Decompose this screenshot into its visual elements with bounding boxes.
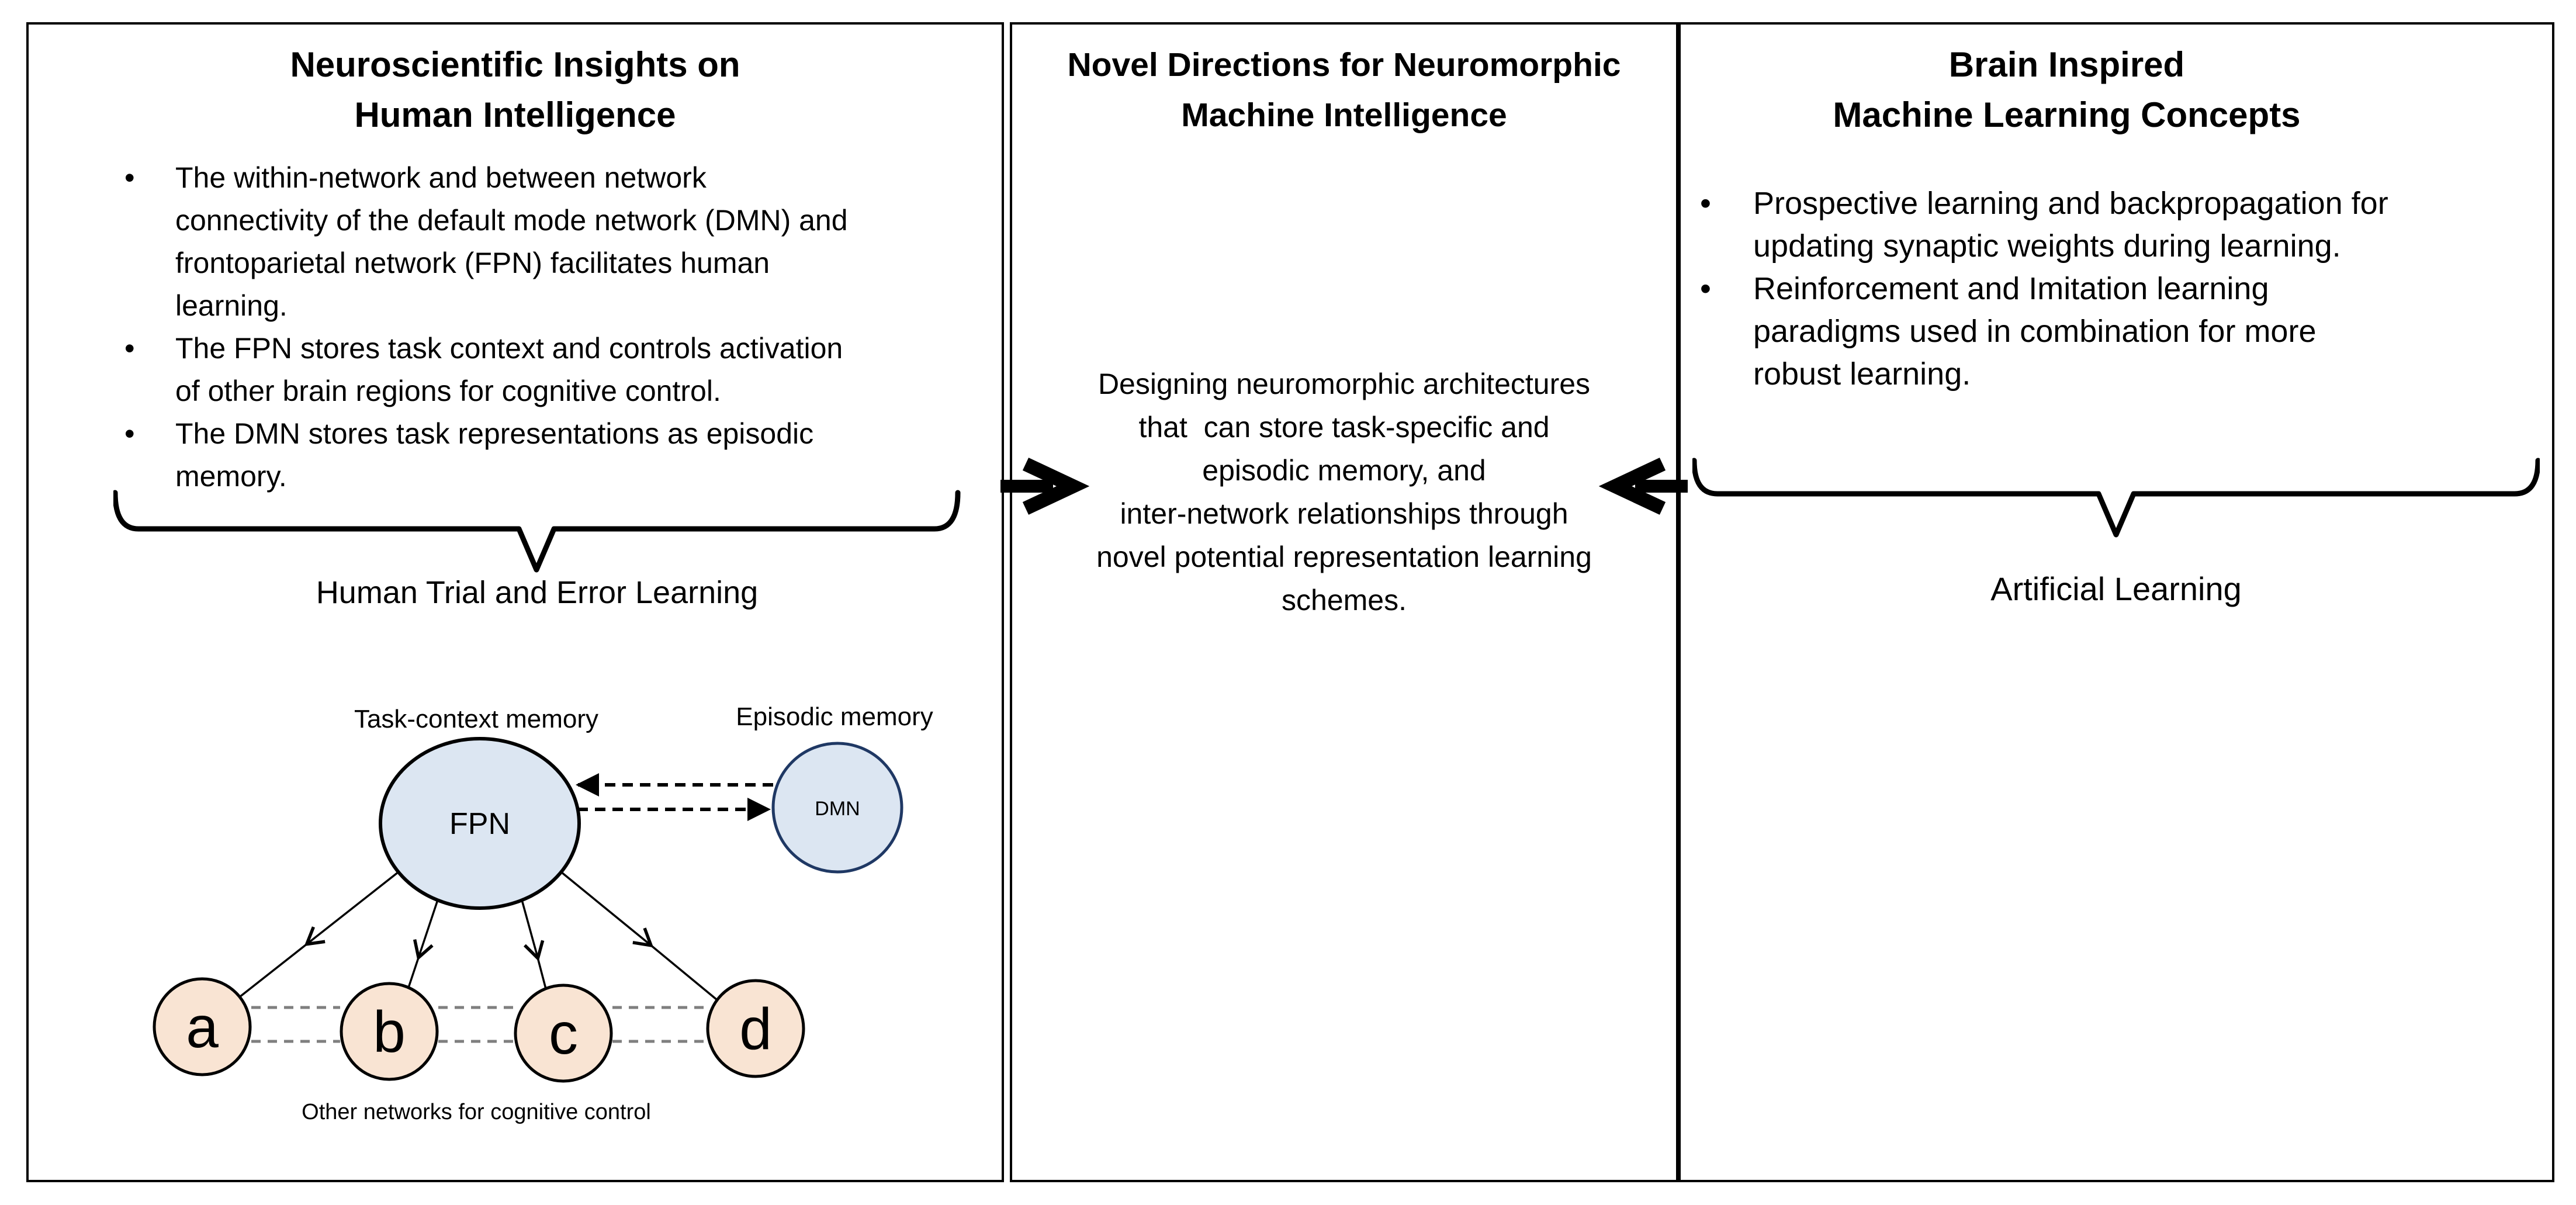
text-line: robust learning. bbox=[1753, 356, 1971, 392]
text-line: schemes. bbox=[1282, 584, 1407, 617]
left-bullet-list: The within-network and between network c… bbox=[122, 157, 990, 498]
text-line: episodic memory, and bbox=[1202, 454, 1486, 487]
node-b-circle bbox=[340, 982, 439, 1081]
left-brace bbox=[113, 490, 961, 573]
diagram-caption: Other networks for cognitive control bbox=[302, 1100, 651, 1124]
node-b-label: b bbox=[373, 999, 406, 1065]
task-context-memory-label: Task-context memory bbox=[354, 705, 598, 733]
title-line: Brain Inspired bbox=[1948, 45, 2185, 84]
right-bullet-list: Prospective learning and backpropagation… bbox=[1698, 182, 2549, 396]
fpn-ellipse bbox=[379, 737, 581, 910]
network-nodes bbox=[153, 977, 805, 1083]
node-c-label: c bbox=[549, 1001, 578, 1067]
node-a-circle bbox=[153, 977, 252, 1076]
dmn-node-label: DMN bbox=[815, 798, 860, 820]
text-line: connectivity of the default mode network… bbox=[175, 204, 848, 237]
text-line: inter-network relationships through bbox=[1120, 497, 1569, 530]
list-item: The DMN stores task representations as e… bbox=[122, 413, 990, 498]
fpn-to-a-arrow bbox=[238, 871, 400, 998]
dmn-circle bbox=[771, 742, 903, 874]
text-line: updating synaptic weights during learnin… bbox=[1753, 228, 2341, 264]
list-item: The within-network and between network c… bbox=[122, 157, 990, 327]
list-item: The FPN stores task context and controls… bbox=[122, 327, 990, 413]
middle-body-text: Designing neuromorphic architectures tha… bbox=[1012, 362, 1676, 622]
left-panel-title: Neuroscientific Insights on Human Intell… bbox=[29, 25, 1002, 140]
list-item: Reinforcement and Imitation learning par… bbox=[1698, 268, 2549, 396]
list-item: Prospective learning and backpropagation… bbox=[1698, 182, 2549, 268]
text-line: that can store task-specific and bbox=[1138, 411, 1550, 444]
node-d-label: d bbox=[739, 996, 772, 1062]
text-line: Reinforcement and Imitation learning bbox=[1753, 271, 2269, 306]
middle-panel-title: Novel Directions for Neuromorphic Machin… bbox=[1012, 25, 1676, 140]
node-c-circle bbox=[514, 984, 613, 1083]
panel-neuroscientific-insights: Neuroscientific Insights on Human Intell… bbox=[26, 22, 1004, 1182]
right-brace bbox=[1692, 458, 2540, 538]
title-line: Novel Directions for Neuromorphic bbox=[1067, 46, 1621, 84]
text-line: Designing neuromorphic architectures bbox=[1097, 368, 1591, 400]
text-line: novel potential representation learning bbox=[1096, 541, 1592, 573]
text-line: The within-network and between network bbox=[175, 161, 707, 194]
right-brace-label: Artificial Learning bbox=[1990, 570, 2242, 607]
fpn-to-c-arrow bbox=[521, 899, 547, 989]
title-line: Machine Intelligence bbox=[1181, 96, 1507, 134]
text-line: learning. bbox=[175, 289, 288, 322]
left-brace-label: Human Trial and Error Learning bbox=[316, 575, 759, 610]
node-dashed-links bbox=[251, 1006, 707, 1043]
text-line: Prospective learning and backpropagation… bbox=[1753, 186, 2388, 221]
title-line: Human Intelligence bbox=[354, 95, 676, 134]
text-line: of other brain regions for cognitive con… bbox=[175, 375, 721, 407]
node-a-label: a bbox=[186, 995, 219, 1060]
text-line: frontoparietal network (FPN) facilitates… bbox=[175, 247, 770, 279]
title-line: Machine Learning Concepts bbox=[1833, 95, 2301, 134]
brain-network-diagram: FPN DMN Task-context memory Episodic mem… bbox=[153, 702, 933, 1124]
text-line: The DMN stores task representations as e… bbox=[175, 417, 814, 450]
fpn-to-d-arrow bbox=[560, 871, 718, 1001]
text-line: paradigms used in combination for more bbox=[1753, 314, 2317, 349]
text-line: The FPN stores task context and controls… bbox=[175, 332, 843, 365]
fpn-to-b-arrow bbox=[407, 899, 439, 988]
node-d-circle bbox=[706, 979, 805, 1078]
episodic-memory-label: Episodic memory bbox=[736, 702, 933, 731]
panel-brain-inspired-ml: Brain Inspired Machine Learning Concepts… bbox=[1678, 22, 2554, 1182]
title-line: Neuroscientific Insights on bbox=[290, 45, 740, 84]
right-panel-title: Brain Inspired Machine Learning Concepts bbox=[1681, 25, 2552, 140]
text-line: memory. bbox=[175, 460, 287, 493]
fpn-node-label: FPN bbox=[449, 807, 510, 841]
panel-novel-directions: Novel Directions for Neuromorphic Machin… bbox=[1010, 22, 1678, 1182]
